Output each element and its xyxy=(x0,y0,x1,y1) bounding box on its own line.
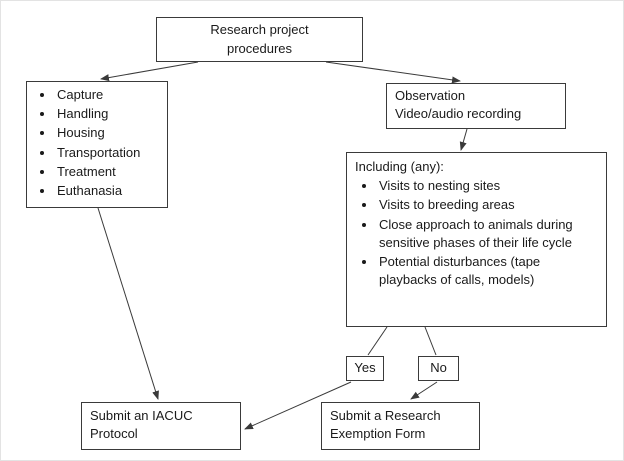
yes-box: Yes xyxy=(346,356,384,381)
observation-line: Observation xyxy=(395,88,466,103)
yes-label: Yes xyxy=(354,360,376,376)
including-title: Including (any): xyxy=(355,159,444,174)
exemption-form-box: Submit a Research Exemption Form xyxy=(321,402,480,450)
arrow-yes-to-iacuc xyxy=(244,381,352,430)
invasive-procedures-list: Capture Handling Housing Transportation … xyxy=(31,86,163,200)
line-including-to-yes xyxy=(367,326,388,356)
invasive-procedures-box: Capture Handling Housing Transportation … xyxy=(26,81,168,208)
list-item: Capture xyxy=(55,86,163,104)
arrow-procedures-to-invasive xyxy=(100,61,199,82)
arrow-observation-to-including xyxy=(459,128,468,151)
list-item: Handling xyxy=(55,105,163,123)
iacuc-protocol-box: Submit an IACUC Protocol xyxy=(81,402,241,450)
list-item: Housing xyxy=(55,124,163,142)
line-including-to-no xyxy=(424,326,437,356)
list-item: Transportation xyxy=(55,144,163,162)
list-item: Potential disturbances (tape playbacks o… xyxy=(377,253,598,289)
no-box: No xyxy=(418,356,459,381)
list-item: Euthanasia xyxy=(55,182,163,200)
list-item: Close approach to animals during sensiti… xyxy=(377,216,598,252)
iacuc-protocol-label: Submit an IACUC Protocol xyxy=(90,408,193,442)
arrow-invasive-to-iacuc xyxy=(97,207,159,400)
arrow-no-to-exemption xyxy=(410,381,438,400)
exemption-form-label: Submit a Research Exemption Form xyxy=(330,408,441,442)
arrow-procedures-to-observation xyxy=(325,61,461,84)
list-item: Treatment xyxy=(55,163,163,181)
observation-box: Observation Video/audio recording xyxy=(386,83,566,129)
research-procedures-box: Research project procedures xyxy=(156,17,363,62)
list-item: Visits to nesting sites xyxy=(377,177,598,195)
including-box: Including (any): Visits to nesting sites… xyxy=(346,152,607,327)
including-list: Visits to nesting sites Visits to breedi… xyxy=(355,177,598,289)
research-procedures-label: Research project procedures xyxy=(210,22,309,56)
no-label: No xyxy=(430,360,447,376)
observation-line: Video/audio recording xyxy=(395,106,522,122)
list-item: Visits to breeding areas xyxy=(377,196,598,214)
